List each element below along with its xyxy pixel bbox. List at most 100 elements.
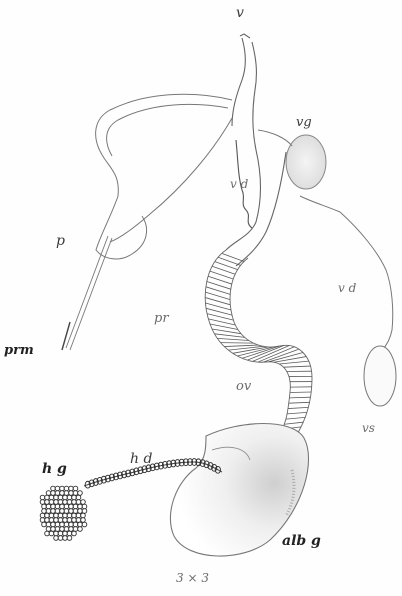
gland-lobule [73, 509, 78, 514]
gland-lobule [60, 527, 65, 532]
oviduct-ring [288, 407, 308, 408]
gland-lobule [67, 495, 72, 500]
oviduct-ring [263, 349, 299, 362]
gland-lobule [45, 495, 50, 500]
gland-lobule [55, 491, 60, 496]
oviduct-ring [214, 334, 244, 338]
gland-lobule [51, 491, 56, 496]
vesicula-seminalis [364, 346, 396, 406]
gland-lobule [81, 500, 86, 505]
label-p: p [56, 234, 65, 248]
label-ov: ov [236, 380, 251, 393]
label-v: v [236, 6, 244, 20]
oviduct-ring [222, 253, 244, 261]
gland-lobule [64, 509, 69, 514]
gland-lobule [67, 518, 72, 523]
oviduct-ring [289, 397, 310, 398]
oviduct-ring [217, 338, 249, 340]
gland-lobule [63, 495, 68, 500]
gland-lobule [60, 491, 65, 496]
gland-lobule [82, 509, 87, 514]
gland-lobule [51, 486, 56, 491]
label-vd-right: v d [338, 282, 356, 294]
oviduct-ring [279, 361, 309, 364]
label-albg: alb g [282, 534, 321, 548]
gland-lobule [54, 531, 59, 536]
gland-lobule [73, 527, 78, 532]
gland-lobule [69, 504, 74, 509]
gland-lobule [78, 527, 83, 532]
gland-lobule [58, 500, 63, 505]
gland-lobule [58, 513, 63, 518]
gland-lobule [42, 522, 47, 527]
label-scale: 3 × 3 [176, 572, 209, 584]
gland-lobule [76, 495, 81, 500]
gland-lobule [49, 531, 54, 536]
gland-lobule [76, 518, 81, 523]
gland-lobule [81, 513, 86, 518]
gland-lobule [46, 504, 51, 509]
gland-lobule [72, 500, 77, 505]
gland-lobule [60, 504, 65, 509]
gland-lobule [46, 522, 51, 527]
gland-lobule [49, 518, 54, 523]
gland-lobule [63, 536, 68, 541]
gland-lobule [73, 491, 78, 496]
label-prm: prm [4, 344, 34, 357]
gland-lobule [55, 527, 60, 532]
gland-lobule [78, 522, 83, 527]
oviduct-ring [286, 417, 305, 419]
gland-lobule [60, 486, 65, 491]
gland-lobule [67, 536, 72, 541]
oviduct-ring [228, 346, 263, 350]
gland-lobule [60, 509, 65, 514]
gland-lobule [54, 513, 59, 518]
label-hd: h d [130, 452, 152, 466]
hermaphrodite-gland [40, 486, 87, 540]
gland-lobule [69, 491, 74, 496]
gland-lobule [55, 486, 60, 491]
gland-lobule [67, 513, 72, 518]
penis-sheath [96, 94, 232, 259]
gland-lobule [40, 500, 45, 505]
gland-lobule [60, 522, 65, 527]
gland-lobule [51, 504, 56, 509]
gland-lobule [45, 513, 50, 518]
gland-lobule [45, 500, 50, 505]
oviduct-ring [284, 422, 303, 424]
gland-lobule [63, 513, 68, 518]
gland-lobule [55, 509, 60, 514]
gland-lobule [40, 518, 45, 523]
gland-lobule [55, 504, 60, 509]
label-hg: h g [42, 462, 67, 476]
gland-lobule [69, 486, 74, 491]
gland-lobule [46, 527, 51, 532]
gland-lobule [78, 509, 83, 514]
label-vs: vs [362, 422, 375, 434]
penis-retractor-muscle [62, 236, 112, 350]
gland-lobule [64, 491, 69, 496]
gland-lobule [63, 500, 68, 505]
gland-lobule [51, 509, 56, 514]
coiled-oviduct [205, 250, 312, 438]
label-pr: pr [154, 312, 169, 325]
gland-lobule [73, 522, 78, 527]
oviduct-ring [287, 412, 307, 413]
gland-lobule [63, 531, 68, 536]
label-vd-upper: v d [230, 178, 248, 190]
gland-lobule [58, 531, 63, 536]
gland-lobule [64, 522, 69, 527]
gland-lobule [54, 495, 59, 500]
oviduct-ring [289, 402, 310, 403]
oviduct-ring [284, 366, 311, 367]
gland-lobule [78, 491, 83, 496]
gland-lobule [72, 495, 77, 500]
gland-lobule [81, 518, 86, 523]
gland-lobule [46, 509, 51, 514]
gland-lobule [64, 486, 69, 491]
gland-lobule [76, 513, 81, 518]
oviduct-ring [224, 345, 258, 347]
gland-lobule [40, 495, 45, 500]
